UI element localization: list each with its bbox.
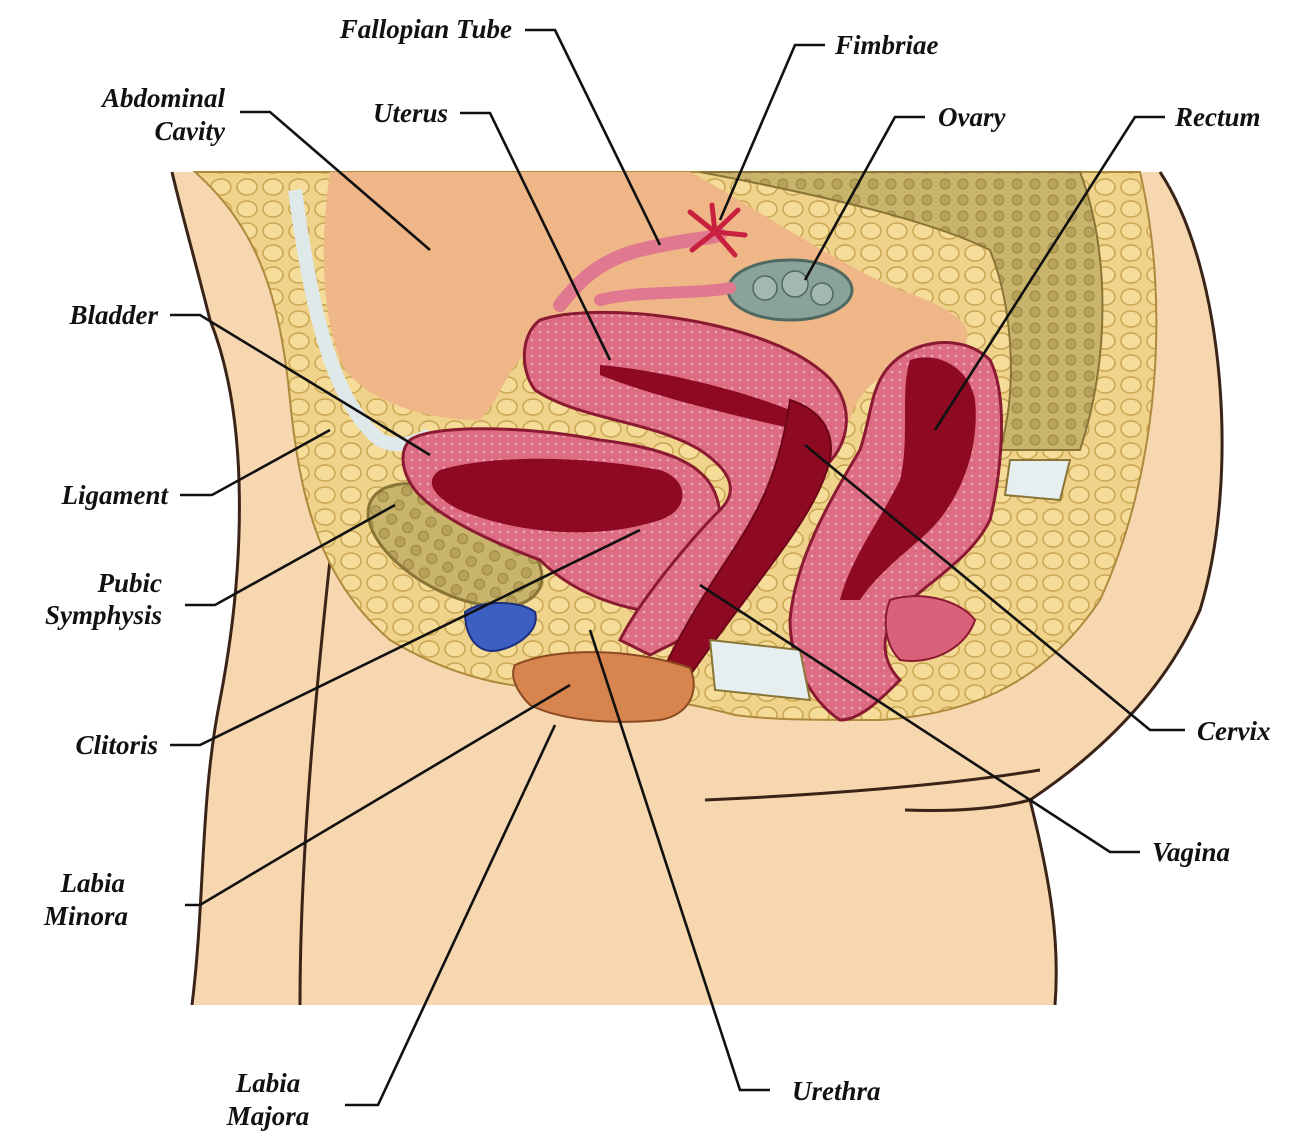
label-abdominal-cavity-line2: Cavity bbox=[155, 116, 226, 146]
label-ligament: Ligament bbox=[61, 480, 170, 510]
label-fimbriae: Fimbriae bbox=[834, 30, 939, 60]
label-ovary: Ovary bbox=[938, 102, 1006, 132]
label-cervix: Cervix bbox=[1197, 716, 1271, 746]
label-vagina: Vagina bbox=[1152, 837, 1230, 867]
label-pubic-symphysis-line2: Symphysis bbox=[45, 600, 162, 630]
label-labia-minora-line2: Minora bbox=[43, 901, 128, 931]
label-bladder: Bladder bbox=[68, 300, 158, 330]
label-clitoris: Clitoris bbox=[75, 730, 158, 760]
label-labia-majora-line2: Majora bbox=[226, 1101, 310, 1131]
perineal-muscle bbox=[710, 640, 810, 700]
label-labia-majora-line1: Labia bbox=[235, 1068, 301, 1098]
label-rectum: Rectum bbox=[1174, 102, 1261, 132]
label-fallopian-tube: Fallopian Tube bbox=[339, 14, 512, 44]
label-urethra: Urethra bbox=[792, 1076, 881, 1106]
label-labia-minora-line1: Labia bbox=[60, 868, 126, 898]
label-pubic-symphysis-line1: Pubic bbox=[97, 568, 163, 598]
label-abdominal-cavity-line1: Abdominal bbox=[100, 83, 226, 113]
label-uterus: Uterus bbox=[373, 98, 448, 128]
